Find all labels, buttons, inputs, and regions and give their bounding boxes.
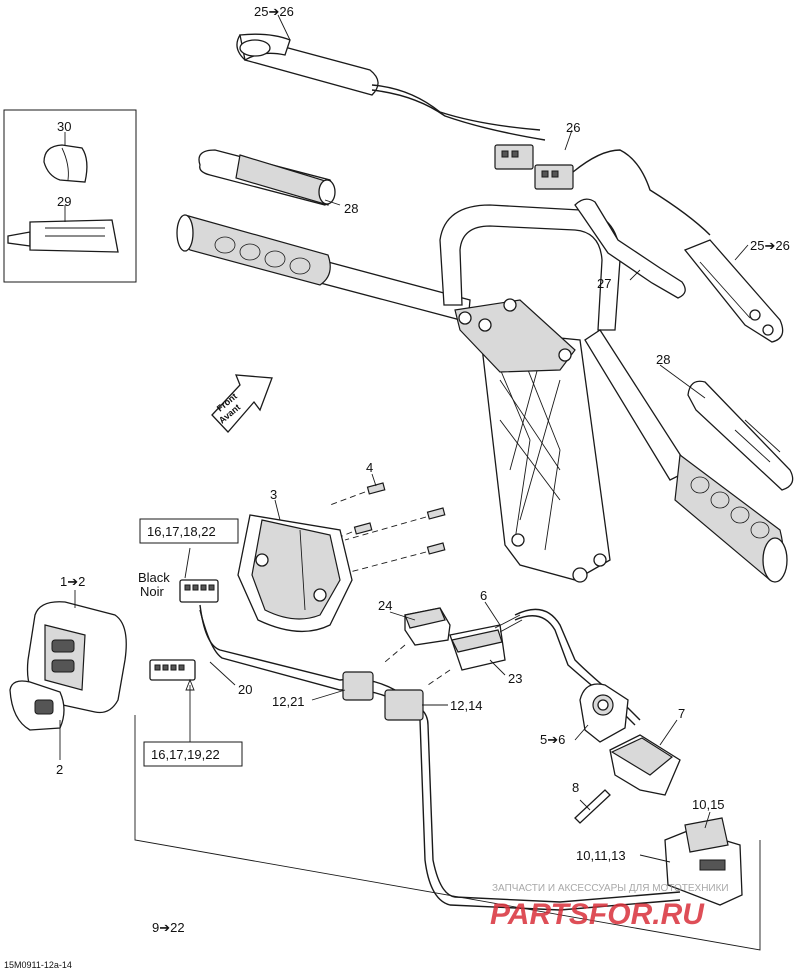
switch-housing: [9, 601, 127, 731]
label-30: 30: [57, 119, 71, 134]
label-12-21: 12,21: [272, 694, 305, 709]
leader-lines: [59, 14, 749, 863]
pin-6: [494, 614, 523, 633]
label-noir: Noir: [140, 584, 165, 599]
inset-box: [3, 109, 137, 283]
connector-23: [427, 624, 506, 686]
left-grip: [176, 214, 331, 286]
callout-box-bottom: [143, 741, 243, 767]
label-10-15: 10,15: [692, 797, 725, 812]
label-27: 27: [597, 276, 611, 291]
watermark-logo: PARTSFOR.RU: [490, 898, 705, 931]
label-26: 26: [566, 120, 580, 135]
label-4: 4: [366, 460, 373, 475]
label-25-26-right: 25➔26: [750, 238, 790, 253]
callout-box-top: [139, 518, 239, 544]
knob-7: [609, 734, 681, 796]
label-24: 24: [378, 598, 392, 613]
pin-8: [574, 789, 611, 824]
label-8: 8: [572, 780, 579, 795]
heating-element-top: [236, 33, 546, 141]
label-5-6: 5➔6: [540, 732, 565, 747]
label-23: 23: [508, 671, 522, 686]
housing-3: [237, 514, 353, 633]
module-10: [664, 817, 743, 906]
connector-24: [384, 607, 451, 663]
label-box-bottom: 16,17,19,22: [151, 747, 220, 762]
label-1-2: 1➔2: [60, 574, 85, 589]
grip-28-top: [198, 149, 336, 206]
label-10-11-13: 10,11,13: [576, 848, 626, 863]
right-grip: [674, 453, 788, 583]
watermark: ЗАПЧАСТИ И АКСЕССУАРЫ ДЛЯ МОТОТЕХНИКИ PA…: [490, 883, 729, 931]
front-arrow: [211, 374, 273, 433]
heating-element-right: [683, 239, 784, 343]
handlebar-assembly: [187, 204, 691, 583]
grip-28-right: [687, 380, 794, 491]
label-black: Black: [138, 570, 170, 585]
label-3: 3: [270, 487, 277, 502]
tube-27: [574, 198, 686, 299]
label-7: 7: [678, 706, 685, 721]
label-28-right: 28: [656, 352, 670, 367]
bolts-4: [319, 482, 446, 573]
switch-5-6: [579, 683, 629, 743]
label-20: 20: [238, 682, 252, 697]
label-6: 6: [480, 588, 487, 603]
reference-code: 15M0911-12a-14: [4, 960, 72, 970]
label-12-14: 12,14: [450, 698, 483, 713]
label-29: 29: [57, 194, 71, 209]
label-2: 2: [56, 762, 63, 777]
connector-black: [179, 547, 219, 603]
connector-26: [494, 144, 711, 236]
label-25-26-top: 25➔26: [254, 4, 294, 19]
label-9-22: 9➔22: [152, 920, 185, 935]
label-28-top: 28: [344, 201, 358, 216]
label-box-top: 16,17,18,22: [147, 524, 216, 539]
wiring-harness-20: [149, 604, 681, 911]
watermark-tagline: ЗАПЧАСТИ И АКСЕССУАРЫ ДЛЯ МОТОТЕХНИКИ: [492, 883, 729, 894]
